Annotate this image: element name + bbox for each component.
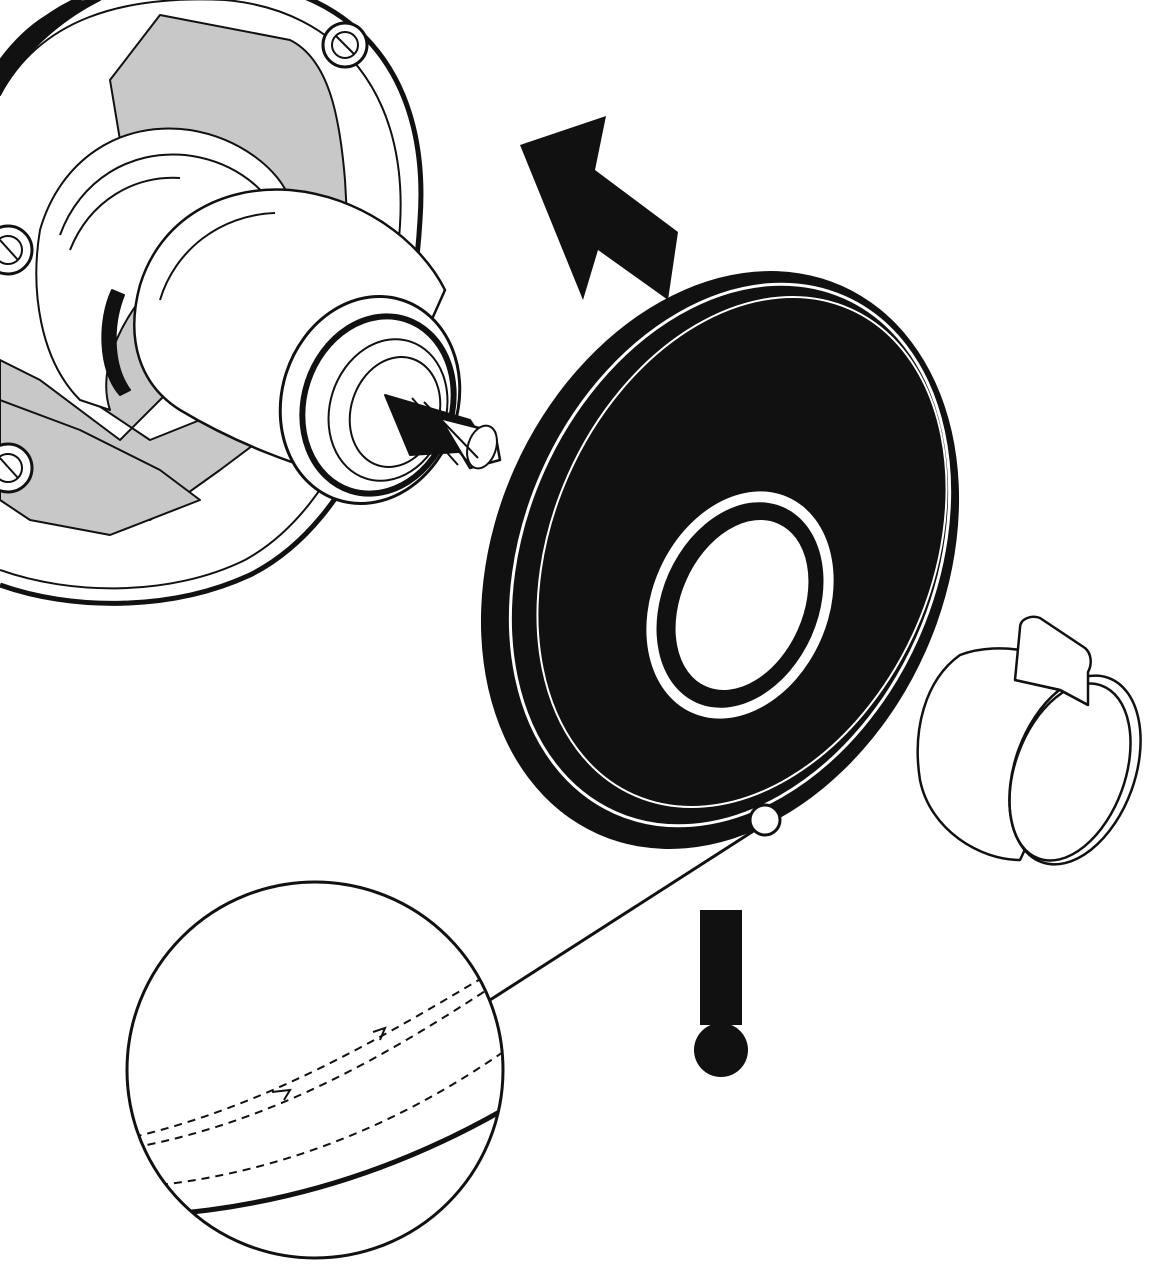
valve-body [0, 0, 502, 606]
detail-notch-right [372, 1026, 387, 1041]
detail-dashed-line-lower [159, 1039, 503, 1186]
splined-stem [384, 394, 502, 470]
alignment-dot [748, 803, 782, 837]
escutcheon-opening [673, 518, 811, 692]
flange-dark-edge [0, 0, 101, 96]
escutcheon-edge-line [508, 282, 952, 828]
direction-arrow [520, 116, 678, 300]
flange-inner-ring [0, 0, 402, 590]
detail-dashed-line-mid [127, 967, 503, 1151]
exclamation-icon [694, 910, 748, 1077]
detail-solid-edge [159, 1097, 503, 1218]
detail-notch-left [271, 1088, 292, 1101]
retaining-clip [101, 289, 131, 396]
magnifier-circle [125, 880, 505, 1260]
detail-dashed-line-upper [127, 954, 503, 1141]
screw-bottom [0, 442, 34, 494]
screw-left [0, 224, 34, 276]
handle-knob [916, 615, 1142, 866]
escutcheon-plate [480, 271, 960, 849]
lower-plate [0, 399, 201, 536]
detail-magnifier [125, 880, 505, 1260]
flange-outer-ring [0, 0, 424, 606]
escutcheon-edge-line-inner [536, 296, 948, 808]
screw-top [321, 21, 369, 69]
magnifier-leader-line [489, 828, 756, 1002]
